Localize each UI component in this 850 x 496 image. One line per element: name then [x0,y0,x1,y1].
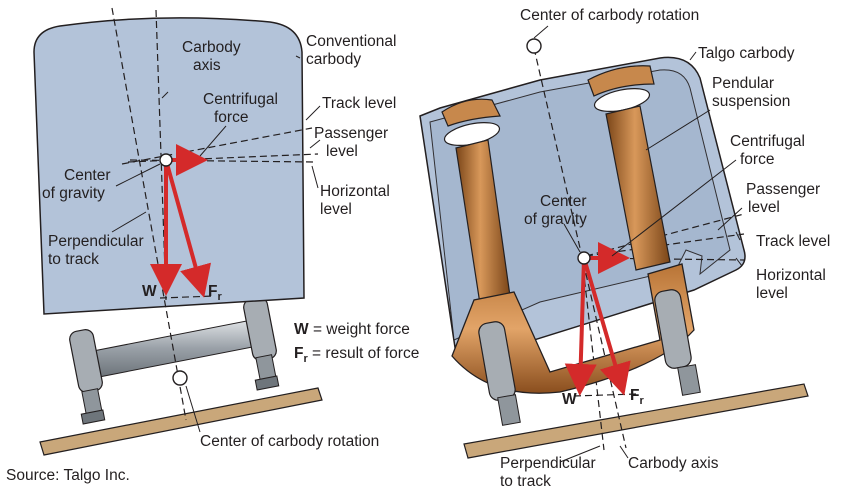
left-wheelset [69,297,280,425]
left-centrifugal-label: Centrifugal [203,91,278,108]
left-w-label: W [142,283,157,300]
left-centrifugal-label-2: force [214,109,248,126]
right-cog-label: Center [540,193,587,210]
right-centrifugal-label-2: force [740,151,774,168]
talgo-diagram: Center of carbody rotation Talgo carbody… [419,7,830,490]
left-horizontal-level-label-2: level [320,201,352,218]
svg-text:W = weight force: W = weight force [294,321,410,338]
left-center-of-gravity-point [159,153,173,167]
right-passenger-level-label: Passenger [746,181,820,198]
conventional-carbody-label: Conventional [306,33,396,50]
right-rotation-label: Center of carbody rotation [520,7,699,24]
source-credit: Source: Talgo Inc. [6,467,130,484]
right-horizontal-level-label-2: level [756,285,788,302]
left-carbody-axis-label: Carbody [182,39,241,56]
left-rotation-label: Center of carbody rotation [200,433,379,450]
right-carbody-axis-label: Carbody axis [628,455,719,472]
right-w-label: W [562,391,577,408]
left-cog-label-2: of gravity [42,185,105,202]
right-weight-arrow [564,257,597,396]
left-passenger-level-line [127,153,319,163]
pendular-suspension-label: Pendular [712,75,774,92]
right-resultant-arrow [582,257,631,396]
left-horizontal-level-line [129,159,317,163]
pendular-suspension-label-2: suspension [712,93,790,110]
right-cog-label-2: of gravity [524,211,587,228]
conventional-diagram: Carbody axis Conventional carbody Centri… [33,7,419,456]
right-track-level-label: Track level [756,233,830,250]
left-rotation-center-point [172,370,188,386]
left-passenger-level-label: Passenger [314,125,388,142]
right-horizontal-level-label: Horizontal [756,267,826,284]
right-base-line [573,393,637,397]
left-perpendicular-label-2: to track [48,251,99,268]
pendular-suspension [441,65,695,394]
right-fr-label: Fr [630,387,644,407]
left-horizontal-level-label: Horizontal [320,183,390,200]
right-wheelset [478,289,701,426]
force-legend: W = weight force Fr = result of force [294,321,419,365]
left-track-level-label: Track level [322,95,396,112]
right-center-of-gravity-point [577,251,591,265]
right-rotation-center-point [526,38,542,54]
svg-text:Fr = result of force: Fr = result of force [294,345,419,365]
left-resultant-arrow [164,159,212,298]
conventional-carbody-label-2: carbody [306,51,361,68]
right-centrifugal-label: Centrifugal [730,133,805,150]
right-perpendicular-label-2: to track [500,473,551,490]
right-perpendicular-label: Perpendicular [500,455,596,472]
left-passenger-level-label-2: level [326,143,358,160]
talgo-carbody-label: Talgo carbody [698,45,795,62]
left-cog-label: Center [64,167,111,184]
left-perpendicular-line [111,7,187,421]
left-fr-label: Fr [208,283,222,303]
right-passenger-level-label-2: level [748,199,780,216]
left-track-bed [39,387,323,456]
left-perpendicular-label: Perpendicular [48,233,144,250]
left-carbody-axis-line [155,9,167,301]
left-carbody-axis-label-2: axis [193,57,221,74]
right-track-bed [463,383,809,459]
